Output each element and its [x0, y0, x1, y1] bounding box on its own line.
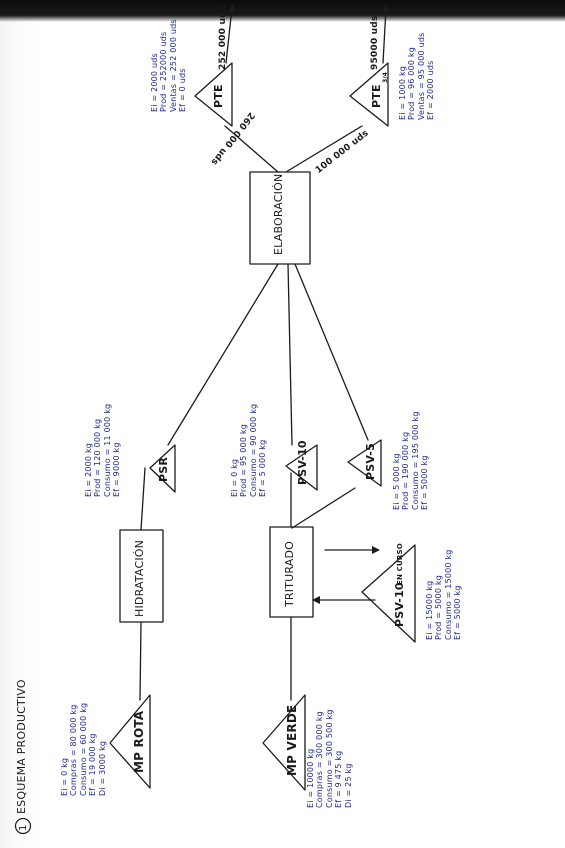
flow-out-pte: 252 000 uds	[218, 5, 228, 70]
pte-tilde-notes: Ei = 1000 kg Prod = 96 000 kg Ventas = 9…	[398, 32, 436, 121]
link-elaboracion-pte-tilde	[285, 125, 363, 173]
psv10-curso-triangle	[361, 544, 416, 643]
hidratacion-label: HIDRATACIÓN	[133, 539, 146, 617]
link-psr-elaboracion	[167, 263, 279, 446]
title-number: 1	[18, 824, 29, 831]
psr-triangle	[149, 444, 176, 493]
mp-rota-triangle	[109, 694, 151, 789]
out-pte-tilde	[382, 7, 387, 64]
psv10-triangle	[285, 444, 318, 491]
link-psv10-elaboracion	[287, 263, 293, 446]
psv10-notes: Ei = 0 kg Prod = 95 000 kg Consumo = 90 …	[230, 403, 268, 497]
pte-label: PTE	[212, 84, 225, 108]
psv10-curso-label: PSV-10	[393, 582, 406, 627]
title-number-circle	[14, 817, 32, 835]
psr-notes: Ei = 2000 kg Prod = 120 000 kg Consumo =…	[84, 403, 122, 497]
link-triturado-psv5	[291, 487, 356, 529]
elaboracion-label: ELABORACIÓN	[272, 173, 285, 255]
link-elaboracion-pte	[224, 125, 279, 173]
triturado-label: TRITURADO	[283, 540, 296, 607]
mp-rota-label: MP ROTA	[132, 710, 146, 773]
link-psv5-elaboracion	[294, 263, 369, 441]
mp-verde-notes: Ei = 10000 kg Compras = 300 000 kg Consu…	[306, 709, 353, 808]
flow-out-pte-tilde: 95000 uds	[370, 15, 380, 70]
pte-triangle	[194, 62, 233, 127]
mp-verde-triangle	[262, 694, 306, 791]
psv10-curso-notes: Ei = 15000 kg Prod = 5000 kg Consumo = 1…	[425, 549, 463, 640]
pte-tilde-triangle	[349, 62, 389, 127]
pte-tilde-sub: 3/4	[382, 71, 389, 83]
elaboracion-box	[249, 171, 311, 265]
psv5-notes: Ei = 5 000 kg Prod = 190 000 kg Consumo …	[392, 411, 430, 510]
psv10-curso-sub: EN CURSO	[396, 543, 404, 585]
psv10-label: PSV-10	[296, 440, 309, 485]
psv5-label: PSV-5	[364, 443, 377, 480]
scan-edge	[0, 0, 565, 22]
pte-tilde-label: PTE	[370, 84, 383, 108]
link-mp-rota-hidratacion	[139, 621, 142, 701]
page-title: ESQUEMA PRODUCTIVO	[15, 679, 28, 814]
mp-verde-label: MP VERDE	[285, 704, 299, 776]
link-hidratacion-psr	[140, 467, 146, 531]
mp-rota-notes: Ei = 0 kg Compras = 80 000 kg Consumo = …	[60, 702, 107, 796]
psr-label: PSR	[157, 456, 170, 482]
out-pte	[225, 7, 233, 64]
pte-notes: Ei = 2000 uds Prod = 252000 uds Ventas =…	[150, 19, 188, 112]
arrowheads	[228, 4, 390, 604]
psv5-triangle	[347, 439, 382, 487]
